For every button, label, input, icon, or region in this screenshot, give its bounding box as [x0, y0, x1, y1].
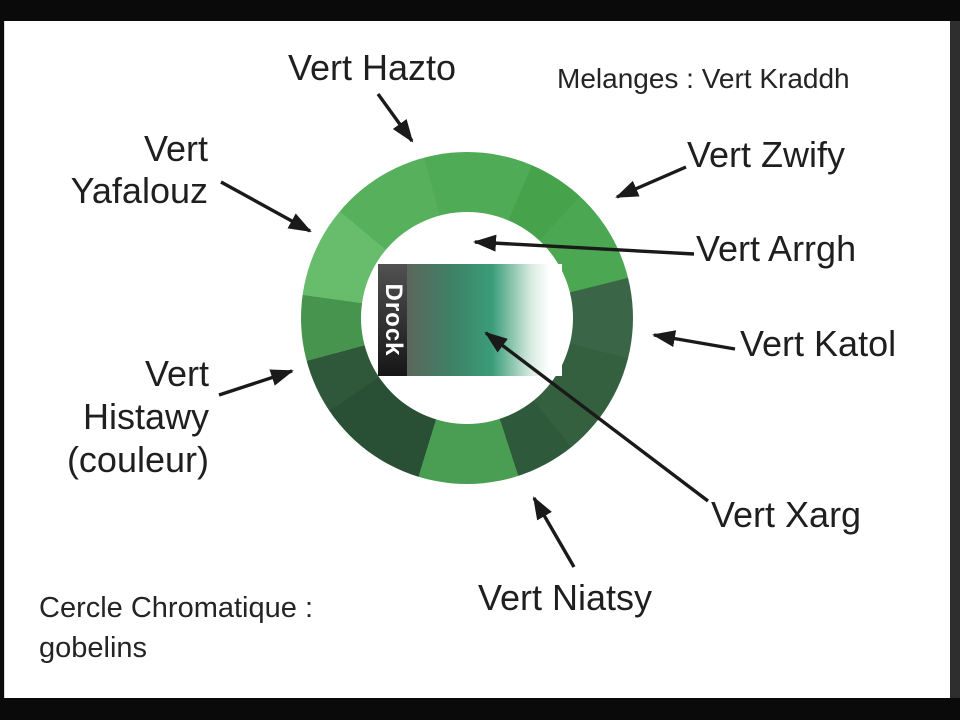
- arrow-zwify: [615, 165, 687, 199]
- label-vert-zwify: Vert Zwify: [687, 134, 846, 175]
- center-swatch: Drock: [378, 264, 562, 376]
- label-vert-xarg: Vert Xarg: [711, 494, 862, 535]
- label-vert-arrgh: Vert Arrgh: [696, 228, 857, 269]
- arrow-yafalouz: [220, 180, 312, 233]
- label-yafalouz-line2: Yafalouz: [70, 170, 208, 211]
- caption-cercle-chromatique: Cercle Chromatique : gobelins: [39, 588, 313, 668]
- arrow-histawy: [218, 369, 294, 397]
- label-yafalouz-line1: Vert: [143, 128, 208, 169]
- label-vert-katol: Vert Katol: [740, 323, 897, 364]
- label-histawy-line2: Histawy: [82, 396, 209, 437]
- label-histawy-line1: Vert: [144, 353, 209, 394]
- caption-line1: Cercle Chromatique :: [39, 592, 313, 624]
- label-vert-yafalouz: Vert Yafalouz: [26, 128, 208, 212]
- caption-line2: gobelins: [39, 632, 148, 664]
- label-melanges-note: Melanges : Vert Kraddh: [557, 63, 850, 94]
- swatch-gradient: [407, 264, 562, 376]
- right-edge-strip: [950, 21, 960, 698]
- arrow-niatsy: [532, 496, 576, 568]
- label-vert-hazto: Vert Hazto: [288, 47, 457, 88]
- label-vert-niatsy: Vert Niatsy: [478, 577, 653, 618]
- swatch-label: Drock: [379, 283, 407, 357]
- label-histawy-line3: (couleur): [66, 439, 209, 480]
- swatch-title-strip: Drock: [378, 264, 407, 376]
- diagram-canvas: Drock Vert Hazto Melanges : Vert Kraddh …: [4, 21, 951, 698]
- arrow-hazto: [376, 93, 414, 143]
- arrow-katol: [652, 330, 736, 351]
- label-vert-histawy: Vert Histawy (couleur): [26, 352, 209, 481]
